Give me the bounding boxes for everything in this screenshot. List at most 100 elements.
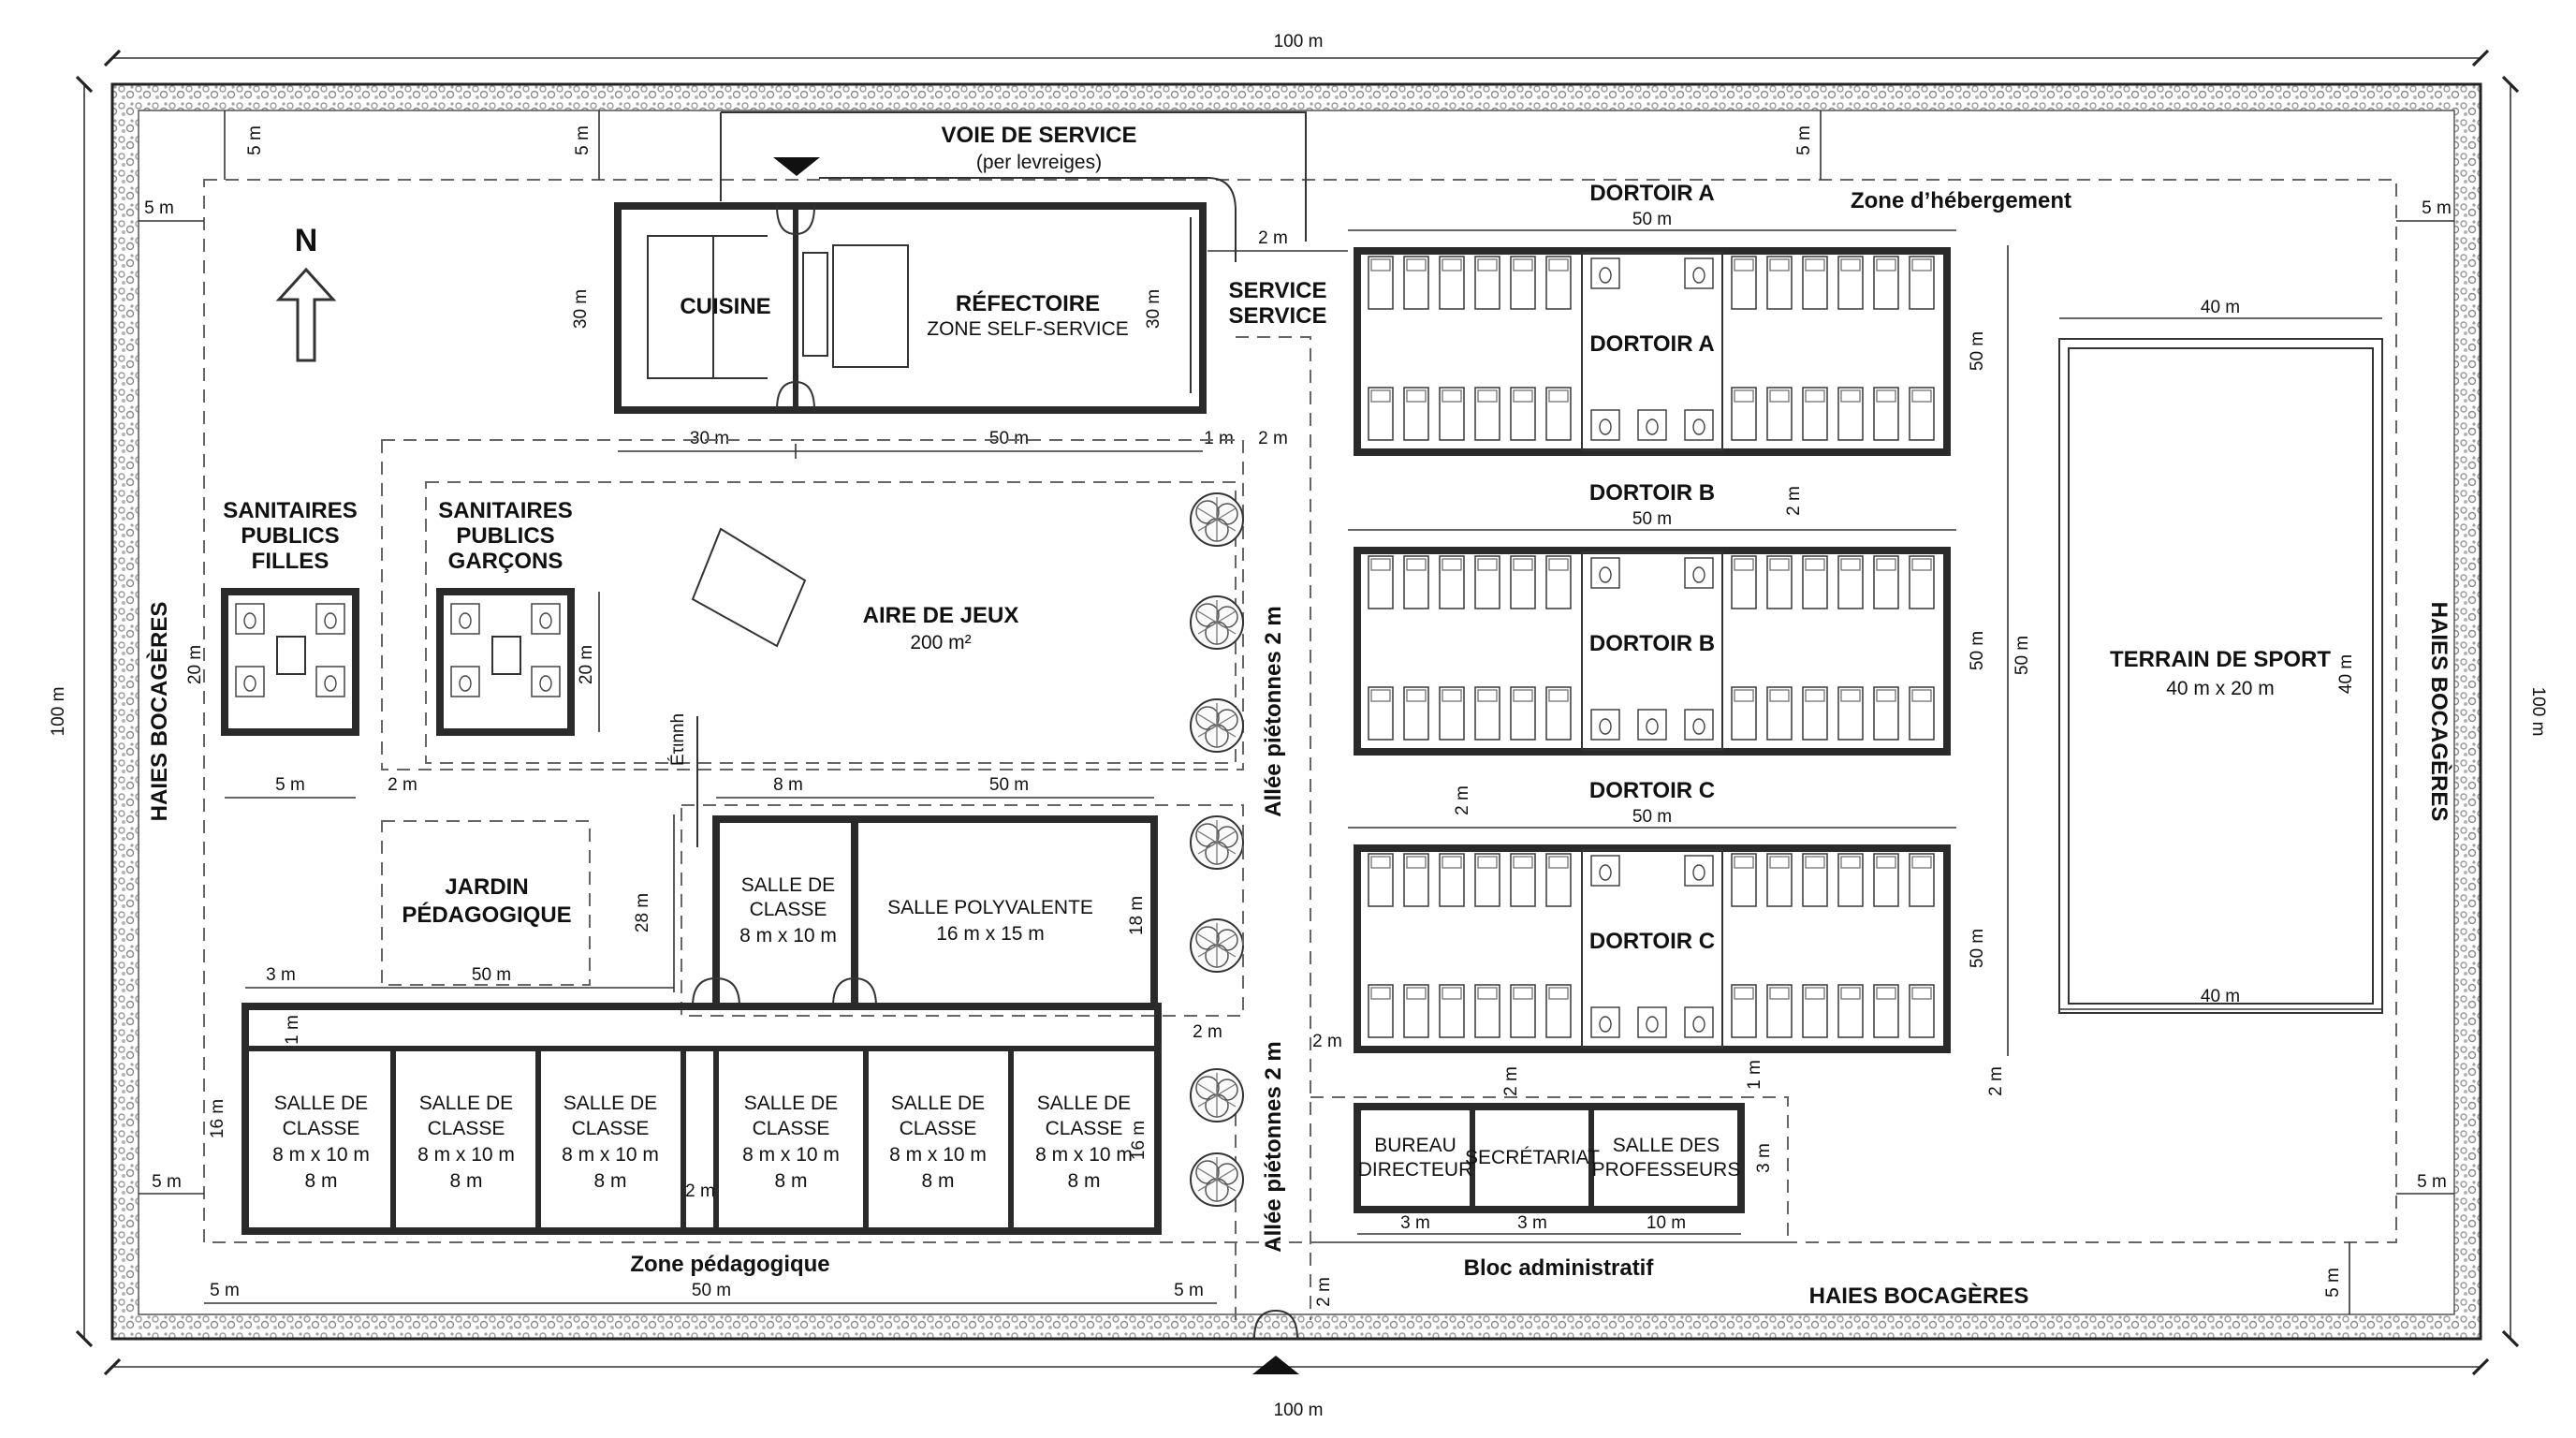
san-filles-line1: SANITAIRES bbox=[223, 498, 358, 523]
bed-icon bbox=[1474, 853, 1500, 907]
svg-text:CLASSE: CLASSE bbox=[572, 1118, 650, 1139]
jardin-line1: JARDIN bbox=[445, 874, 528, 900]
service-road-sublabel: (per levreiges) bbox=[976, 152, 1102, 173]
dim-san-filles-width: 5 m bbox=[275, 775, 305, 795]
tree-icon bbox=[1190, 918, 1244, 973]
svg-text:CLASSE: CLASSE bbox=[428, 1118, 505, 1139]
bed-icon bbox=[1873, 686, 1899, 741]
toilet-icon bbox=[1590, 557, 1620, 589]
svg-text:8 m: 8 m bbox=[1067, 1170, 1100, 1192]
service-area: SERVICE SERVICE 2 m 2 m bbox=[1208, 228, 1348, 448]
dim-service-gap: 2 m bbox=[1258, 228, 1288, 248]
toilet-icon bbox=[1684, 257, 1714, 289]
bureau-line1: BUREAU bbox=[1374, 1135, 1456, 1156]
bed-icon bbox=[1368, 686, 1394, 741]
dim-refectoire-width: 50 m bbox=[989, 429, 1029, 448]
sanitaires-garcons: SANITAIRES PUBLICS GARÇONS 20 m 2 m bbox=[388, 498, 600, 795]
svg-text:8 m x 10 m: 8 m x 10 m bbox=[562, 1144, 659, 1166]
bed-icon bbox=[1909, 686, 1935, 741]
dim-bureau-width: 3 m bbox=[1400, 1213, 1430, 1233]
bed-icon bbox=[1439, 984, 1465, 1038]
bed-icon bbox=[1873, 853, 1899, 907]
dim-dortoir-c-width: 50 m bbox=[1632, 807, 1672, 827]
bed-icon bbox=[1474, 555, 1500, 609]
dortoir-c-title: DORTOIR C bbox=[1589, 778, 1715, 803]
bed-icon bbox=[1474, 387, 1500, 441]
dim-polyvalente-width: 50 m bbox=[989, 775, 1029, 795]
dim-setback-right-bottom: 5 m bbox=[2417, 1172, 2447, 1192]
toilet-icon bbox=[1590, 409, 1620, 441]
terrain-de-sport: 40 m TERRAIN DE SPORT 40 m x 20 m 40 m 4… bbox=[2058, 298, 2383, 1014]
toilet-icon bbox=[1637, 709, 1667, 741]
tree-icon bbox=[1190, 492, 1244, 547]
dim-refectory-height-left: 30 m bbox=[571, 289, 591, 329]
toilet-icon bbox=[1590, 855, 1620, 887]
bed-icon bbox=[1909, 984, 1935, 1038]
tree-icon bbox=[1190, 1152, 1244, 1207]
bed-icon bbox=[1403, 984, 1429, 1038]
san-garcons-line3: GARÇONS bbox=[448, 549, 564, 574]
bed-icon bbox=[1873, 555, 1899, 609]
bed-icon bbox=[1474, 984, 1500, 1038]
bed-icon bbox=[1802, 256, 1828, 310]
dim-service-gap-bottom: 2 m bbox=[1258, 429, 1288, 448]
dim-admin-gap: 2 m bbox=[1501, 1066, 1521, 1096]
dim-gap-1m: 1 m bbox=[1204, 429, 1234, 448]
aire-de-jeux-label: AIRE DE JEUX bbox=[863, 603, 1019, 628]
dim-san-garcons-height: 20 m bbox=[577, 645, 596, 684]
bed-icon bbox=[1909, 387, 1935, 441]
dim-setback-left-bottom: 5 m bbox=[152, 1172, 182, 1192]
zone-hebergement-label: Zone d’hébergement bbox=[1851, 188, 2071, 213]
refectory-building: CUISINE RÉFECTOIRE ZONE SELF-SERVICE 30 … bbox=[571, 202, 1234, 459]
svg-text:CLASSE: CLASSE bbox=[900, 1118, 977, 1139]
bed-icon bbox=[1545, 686, 1572, 741]
bed-icon bbox=[1439, 555, 1465, 609]
svg-text:8 m x 10 m: 8 m x 10 m bbox=[889, 1144, 987, 1166]
refectoire-label: RÉFECTOIRE bbox=[956, 290, 1100, 316]
profs-line1: SALLE DES bbox=[1613, 1135, 1720, 1156]
allee-label-bottom: Allée piétonnes 2 m bbox=[1261, 1041, 1286, 1252]
svg-text:SALLE DE: SALLE DE bbox=[564, 1093, 657, 1114]
dim-dortoir-bc-gap: 2 m bbox=[1453, 785, 1472, 815]
bed-icon bbox=[1439, 686, 1465, 741]
dim-setback-right-top: 5 m bbox=[2422, 198, 2452, 218]
bed-icon bbox=[1368, 555, 1394, 609]
bed-icon bbox=[1731, 555, 1757, 609]
toilet-icon bbox=[1684, 409, 1714, 441]
svg-text:SALLE DE: SALLE DE bbox=[891, 1093, 985, 1114]
dim-terrain-bottom: 40 m bbox=[2201, 987, 2240, 1006]
bed-icon bbox=[1802, 853, 1828, 907]
dim-classe-top-width: 8 m bbox=[773, 775, 803, 795]
tree-icon bbox=[1190, 1068, 1244, 1123]
svg-text:8 m x 10 m: 8 m x 10 m bbox=[417, 1144, 515, 1166]
jardin-line2: PÉDAGOGIQUE bbox=[402, 902, 571, 928]
dim-bottom-total: 100 m bbox=[1274, 1401, 1324, 1420]
toilet-icon bbox=[1684, 1006, 1714, 1038]
dim-ped-50m: 50 m bbox=[692, 1281, 731, 1300]
svg-text:8 m: 8 m bbox=[774, 1170, 807, 1192]
allee-label-top: Allée piétonnes 2 m bbox=[1261, 606, 1286, 816]
bloc-admin-label: Bloc administratif bbox=[1464, 1255, 1655, 1281]
bed-icon bbox=[1439, 256, 1465, 310]
bed-icon bbox=[1873, 984, 1899, 1038]
bed-icon bbox=[1403, 555, 1429, 609]
toilet-icon bbox=[1637, 409, 1667, 441]
svg-text:8 m: 8 m bbox=[449, 1170, 482, 1192]
terrain-size: 40 m x 20 m bbox=[2166, 678, 2275, 699]
bed-icon bbox=[1368, 387, 1394, 441]
dortoir-c-label: DORTOIR C bbox=[1589, 929, 1715, 954]
bed-icon bbox=[1510, 256, 1536, 310]
lower-classroom-wing: 16 m 16 m 2 m 1 m 2 m SALLE DE CLASSE 8 … bbox=[208, 1003, 1222, 1235]
dim-classroom-wing-50m: 50 m bbox=[472, 965, 511, 985]
dim-right-total: 100 m bbox=[2528, 687, 2548, 737]
classe-top-size: 8 m x 10 m bbox=[739, 925, 837, 946]
north-arrow-icon: N bbox=[275, 223, 337, 362]
property-boundary bbox=[110, 82, 2482, 1341]
jardin-pedagogique: JARDIN PÉDAGOGIQUE 28 m 3 m 50 m bbox=[245, 814, 675, 992]
dortoir-b-label: DORTOIR B bbox=[1589, 631, 1715, 656]
bed-icon bbox=[1802, 387, 1828, 441]
dim-terrain-height: 40 m bbox=[2336, 654, 2356, 694]
entrance-marker-bottom-icon bbox=[1252, 1356, 1299, 1374]
dim-dorm-walkway-gap: 2 m bbox=[1312, 1032, 1342, 1051]
